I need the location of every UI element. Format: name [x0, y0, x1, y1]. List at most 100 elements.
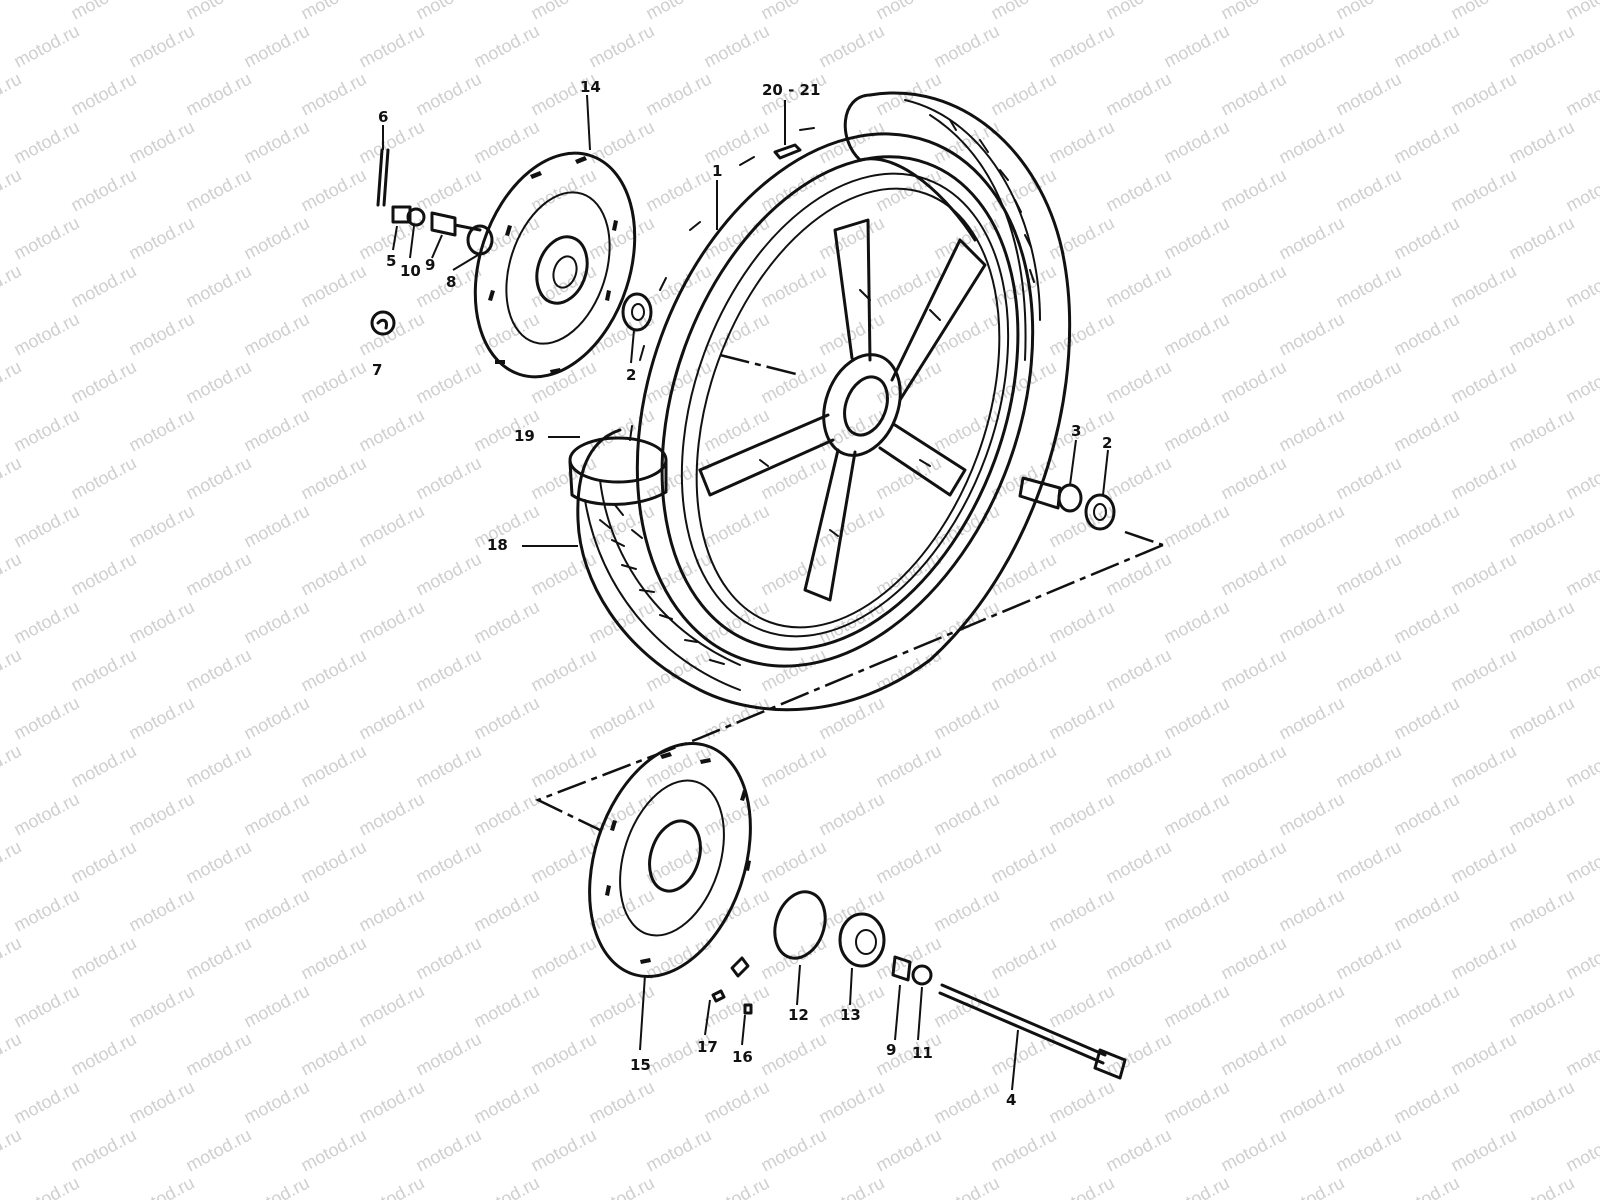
watermark-text: motod.ru — [1505, 117, 1577, 168]
bearing-2a — [621, 292, 653, 332]
watermark-text: motod.ru — [815, 789, 887, 840]
leader-15 — [639, 974, 646, 1051]
watermark-text: motod.ru — [1217, 549, 1289, 600]
callout-7: 7 — [372, 361, 382, 379]
rim-bead — [695, 187, 1001, 629]
watermark-text: motod.ru — [1332, 837, 1404, 888]
watermark-text: motod.ru — [412, 453, 484, 504]
watermark-text: motod.ru — [10, 693, 82, 744]
watermark-text: motod.ru — [10, 1173, 82, 1200]
cotter-pin-6b — [382, 148, 390, 207]
watermark-text: motod.ru — [240, 885, 312, 936]
watermark-text: motod.ru — [1275, 789, 1347, 840]
watermark-text: motod.ru — [1447, 261, 1519, 312]
watermark-text: motod.ru — [355, 597, 427, 648]
brake-disc-right — [588, 742, 752, 978]
watermark-text: motod.ru — [815, 885, 887, 936]
watermark-text: motod.ru — [1275, 405, 1347, 456]
leader-14 — [586, 94, 591, 151]
watermark-text: motod.ru — [1562, 1125, 1600, 1176]
tire-tread-marks-top — [949, 119, 1035, 283]
axle-shaft-4-bottom — [938, 991, 1105, 1065]
watermark-text: motod.ru — [642, 741, 714, 792]
bearing-2b-bore — [1093, 503, 1107, 521]
axle-parts-left — [370, 148, 653, 336]
watermark-text: motod.ru — [67, 261, 139, 312]
watermark-text: motod.ru — [1217, 261, 1289, 312]
watermark-text: motod.ru — [700, 405, 772, 456]
watermark-text: motod.ru — [930, 1077, 1002, 1128]
watermark-text: motod.ru — [700, 789, 772, 840]
watermark-text: motod.ru — [1102, 1125, 1174, 1176]
watermark-text: motod.ru — [1505, 981, 1577, 1032]
watermark-text: motod.ru — [1045, 1173, 1117, 1200]
watermark-text: motod.ru — [355, 21, 427, 72]
watermark-text: motod.ru — [1332, 165, 1404, 216]
rim-outer — [635, 132, 1035, 668]
rim-dashes — [629, 127, 815, 441]
disc-left-outer — [473, 151, 637, 379]
watermark-text: motod.ru — [470, 981, 542, 1032]
watermark-text: motod.ru — [125, 213, 197, 264]
watermark-text: motod.ru — [815, 21, 887, 72]
watermark-text: motod.ru — [700, 693, 772, 744]
watermark-text: motod.ru — [297, 837, 369, 888]
axle-center-line — [534, 543, 1164, 832]
watermark-text: motod.ru — [1160, 789, 1232, 840]
leader-17 — [704, 999, 711, 1036]
watermark-text: motod.ru — [182, 645, 254, 696]
cotter-pin-6 — [376, 148, 384, 207]
watermark-text: motod.ru — [0, 549, 25, 600]
callout-12: 12 — [788, 1006, 809, 1024]
watermark-text: motod.ru — [67, 165, 139, 216]
watermark-text: motod.ru — [1447, 453, 1519, 504]
callout-10a: 10 — [400, 262, 421, 280]
watermark-text: motod.ru — [67, 1125, 139, 1176]
watermark-text: motod.ru — [0, 1125, 25, 1176]
watermark-text: motod.ru — [930, 789, 1002, 840]
watermark-text: motod.ru — [412, 741, 484, 792]
watermark-text: motod.ru — [700, 1077, 772, 1128]
watermark-text: motod.ru — [757, 453, 829, 504]
watermark-text: motod.ru — [585, 597, 657, 648]
watermark-text: motod.ru — [10, 117, 82, 168]
watermark-text: motod.ru — [355, 885, 427, 936]
watermark-text: motod.ru — [240, 1173, 312, 1200]
watermark-text: motod.ru — [182, 549, 254, 600]
watermark-text: motod.ru — [240, 405, 312, 456]
watermark-text: motod.ru — [1160, 501, 1232, 552]
watermark-text: motod.ru — [700, 597, 772, 648]
watermark-text: motod.ru — [125, 789, 197, 840]
watermark-text: motod.ru — [1275, 309, 1347, 360]
watermark-text: motod.ru — [1102, 741, 1174, 792]
axle-shaft-4-top — [940, 983, 1107, 1057]
watermark-text: motod.ru — [182, 0, 254, 24]
watermark-text: motod.ru — [1562, 741, 1600, 792]
watermark-text: motod.ru — [872, 1125, 944, 1176]
nut-7 — [370, 310, 396, 336]
watermark-text: motod.ru — [125, 405, 197, 456]
watermark-text: motod.ru — [0, 453, 25, 504]
watermark-text: motod.ru — [1562, 1029, 1600, 1080]
spoke-bottom — [803, 448, 857, 602]
watermark-text: motod.ru — [182, 837, 254, 888]
watermark-text: motod.ru — [182, 933, 254, 984]
watermark-text: motod.ru — [0, 0, 25, 24]
watermark-text: motod.ru — [1217, 1125, 1289, 1176]
watermark-text: motod.ru — [1390, 885, 1462, 936]
watermark-text: motod.ru — [1562, 165, 1600, 216]
watermark-text: motod.ru — [700, 885, 772, 936]
watermark-text: motod.ru — [240, 789, 312, 840]
collar-8 — [466, 224, 494, 256]
watermark-text: motod.ru — [757, 165, 829, 216]
watermark-text: motod.ru — [1562, 837, 1600, 888]
callout-9b: 9 — [886, 1041, 896, 1059]
watermark-text: motod.ru — [527, 357, 599, 408]
watermark-text: motod.ru — [585, 21, 657, 72]
watermark-text: motod.ru — [872, 837, 944, 888]
watermark-text: motod.ru — [1505, 789, 1577, 840]
watermark-text: motod.ru — [1160, 213, 1232, 264]
watermark-text: motod.ru — [1102, 165, 1174, 216]
callout-8: 8 — [446, 273, 456, 291]
